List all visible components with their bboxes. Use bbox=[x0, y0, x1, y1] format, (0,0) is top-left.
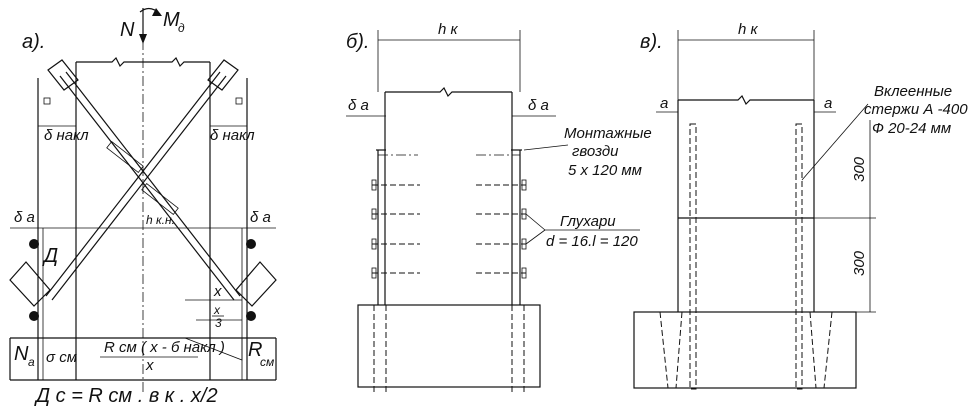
panel-b: б). h к δ а δ а bbox=[346, 21, 652, 395]
rods-leader bbox=[801, 103, 869, 181]
found-c-taper-4 bbox=[823, 311, 833, 389]
column-c-top bbox=[678, 94, 814, 106]
delta-a-left: δ а bbox=[14, 209, 35, 226]
found-c-taper-1 bbox=[659, 311, 669, 389]
bolt-left-top bbox=[29, 239, 39, 249]
nut-top-left bbox=[43, 97, 51, 105]
rods-label-1: Вклеенные bbox=[874, 83, 952, 100]
pad-left bbox=[106, 140, 144, 174]
d-label: Д bbox=[42, 245, 58, 267]
bolts-leader-1 bbox=[525, 213, 546, 231]
angle-top-right bbox=[207, 59, 239, 91]
c-hk-label: h к bbox=[738, 21, 759, 38]
bolts-right bbox=[476, 179, 527, 279]
load-n-label: N bbox=[120, 19, 135, 41]
panel-c-title: в). bbox=[640, 31, 663, 53]
formula-denominator: x bbox=[145, 357, 154, 374]
angle-bottom-left bbox=[9, 261, 51, 307]
na-label: N bbox=[14, 343, 29, 365]
bolt-left-bottom bbox=[29, 311, 39, 321]
panel-a: а). N M д δ накл δ накл bbox=[9, 7, 277, 407]
bolt-r4-head bbox=[521, 267, 527, 279]
nails-label-1: Монтажные bbox=[564, 125, 652, 142]
rods-label-3: Ф 20-24 мм bbox=[872, 120, 951, 137]
angle-top-left bbox=[47, 59, 79, 91]
found-c-taper-2 bbox=[675, 311, 683, 389]
bolts-label-1: Глухари bbox=[560, 213, 616, 230]
bolts-left bbox=[371, 179, 420, 279]
bolt-r1-head bbox=[521, 179, 527, 191]
x3-den: 3 bbox=[215, 316, 222, 330]
dim-300-top: 300 bbox=[851, 156, 868, 182]
glued-rod-right bbox=[795, 123, 803, 390]
found-c-taper-3 bbox=[809, 311, 817, 389]
b-delta-a-right: δ а bbox=[528, 97, 549, 114]
delta-nakl-left: δ накл bbox=[44, 127, 89, 144]
c-a-left: а bbox=[660, 95, 668, 112]
b-delta-a-left: δ а bbox=[348, 97, 369, 114]
x-label: x bbox=[213, 283, 222, 300]
nails-label-3: 5 x 120 мм bbox=[568, 162, 642, 179]
diagonal-rod-1b bbox=[65, 71, 241, 297]
rcm-sub: см bbox=[260, 355, 274, 369]
angle-bottom-right bbox=[235, 261, 277, 307]
bottom-formula: Д c = R см . в к . x/2 bbox=[34, 385, 218, 407]
nut-top-right bbox=[235, 97, 243, 105]
bolts-leader-2 bbox=[525, 229, 546, 245]
rcm-label: R bbox=[248, 339, 262, 361]
column-top-break bbox=[76, 56, 210, 68]
foundation-c bbox=[633, 311, 857, 389]
formula-numerator: R см ( x - б накл ) bbox=[104, 339, 225, 356]
bolts-label-2: d = 16.l = 120 bbox=[546, 233, 638, 250]
diagonal-rod-2b bbox=[45, 71, 221, 297]
sigma-label: σ см bbox=[46, 349, 77, 366]
rods-label-2: стержи А -400 bbox=[864, 101, 968, 118]
moment-label: M bbox=[163, 9, 180, 31]
load-n-arrowhead bbox=[139, 34, 147, 44]
x3-num: x bbox=[213, 303, 221, 317]
bolt-right-top bbox=[246, 239, 256, 249]
nails-leader bbox=[523, 144, 569, 151]
c-a-right: а bbox=[824, 95, 832, 112]
foundation-b bbox=[357, 304, 541, 388]
bolt-l1-head bbox=[371, 179, 377, 191]
hk-label: h к bbox=[438, 21, 459, 38]
diagonal-rod-1a bbox=[59, 75, 235, 301]
panel-a-title: а). bbox=[22, 31, 45, 53]
hkn-label: h к.н. bbox=[146, 213, 175, 227]
moment-sub: д bbox=[178, 21, 185, 35]
moment-arrowhead bbox=[152, 8, 162, 16]
panel-b-title: б). bbox=[346, 31, 369, 53]
na-sub: а bbox=[28, 355, 35, 369]
bolt-l2-head bbox=[371, 208, 377, 220]
glued-rod-left bbox=[689, 123, 697, 390]
nails-label-2: гвозди bbox=[572, 143, 619, 160]
dim-300-bottom: 300 bbox=[851, 250, 868, 276]
bolt-l4-head bbox=[371, 267, 377, 279]
column-b-top bbox=[385, 86, 512, 98]
panel-c: в). h к а а Вклеенные стержи А -400 Ф 20… bbox=[633, 21, 968, 390]
pad-right bbox=[141, 182, 179, 216]
diagonal-rod-2a bbox=[51, 75, 227, 301]
bolt-l3-head bbox=[371, 238, 377, 250]
bolt-right-bottom bbox=[246, 311, 256, 321]
delta-nakl-right: δ накл bbox=[210, 127, 255, 144]
delta-a-right: δ а bbox=[250, 209, 271, 226]
